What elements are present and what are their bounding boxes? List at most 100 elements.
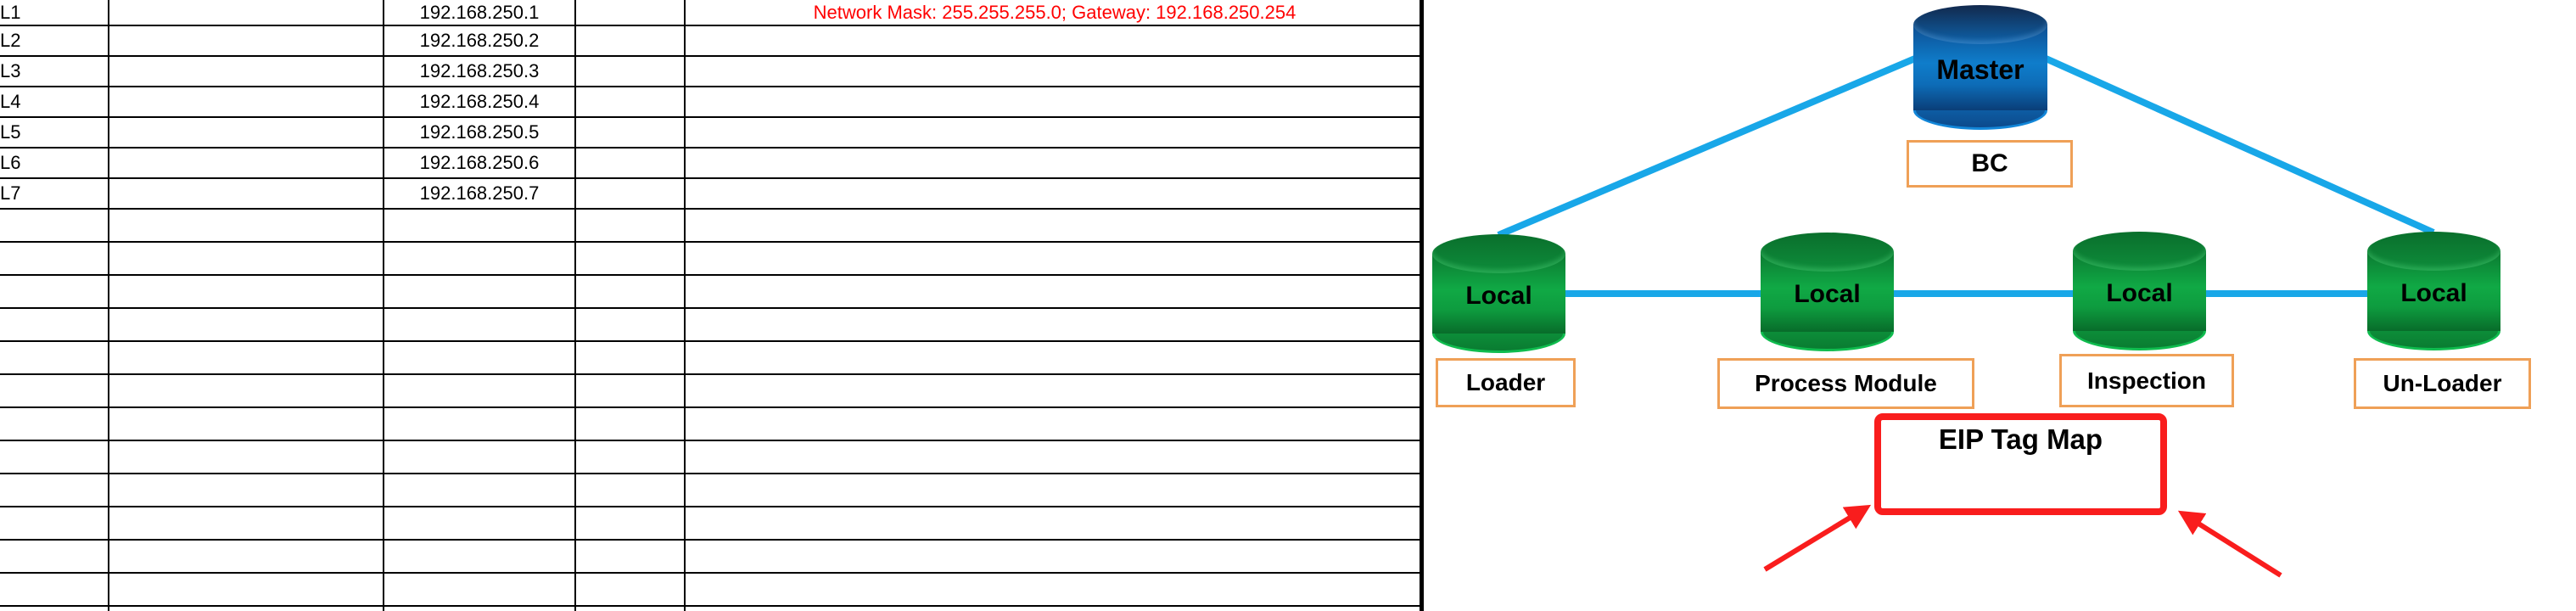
cell-station[interactable] <box>0 208 109 243</box>
cell-note[interactable] <box>684 307 1424 342</box>
cell-ip[interactable]: 192.168.250.5 <box>383 116 576 149</box>
cell-spare2[interactable] <box>574 177 686 210</box>
cell-ip[interactable] <box>383 274 576 309</box>
cell-spare1[interactable] <box>108 506 384 541</box>
cell-spare2[interactable] <box>574 473 686 507</box>
cell-station[interactable] <box>0 539 109 574</box>
cell-station[interactable] <box>0 307 109 342</box>
cell-ip[interactable]: 192.168.250.3 <box>383 55 576 87</box>
cell-ip[interactable] <box>383 506 576 541</box>
cell-spare1[interactable] <box>108 274 384 309</box>
cell-note[interactable] <box>684 147 1424 179</box>
cell-note[interactable] <box>684 208 1424 243</box>
cell-station[interactable] <box>0 373 109 408</box>
cell-station[interactable]: L2 <box>0 25 109 57</box>
cell-station[interactable]: L5 <box>0 116 109 149</box>
loader-caption-box[interactable]: Loader <box>1436 358 1576 407</box>
local-node-unloader[interactable]: Local <box>2367 232 2500 350</box>
cell-note[interactable] <box>684 473 1424 507</box>
cell-note[interactable] <box>684 177 1424 210</box>
cell-note[interactable] <box>684 406 1424 441</box>
cell-ip[interactable]: 192.168.250.1 <box>383 0 576 26</box>
cell-station[interactable] <box>0 605 109 611</box>
cell-ip[interactable] <box>383 605 576 611</box>
cell-spare1[interactable] <box>108 177 384 210</box>
cell-ip[interactable] <box>383 340 576 375</box>
cell-note[interactable] <box>684 55 1424 87</box>
cell-note[interactable] <box>684 539 1424 574</box>
cell-ip[interactable]: 192.168.250.6 <box>383 147 576 179</box>
cell-ip[interactable]: 192.168.250.2 <box>383 25 576 57</box>
bc-caption-box[interactable]: BC <box>1907 140 2073 188</box>
cell-spare1[interactable] <box>108 116 384 149</box>
cell-station[interactable] <box>0 572 109 607</box>
cell-spare2[interactable] <box>574 506 686 541</box>
cell-spare1[interactable] <box>108 572 384 607</box>
cell-station[interactable] <box>0 340 109 375</box>
inspection-caption-box[interactable]: Inspection <box>2059 354 2234 407</box>
unloader-caption-box[interactable]: Un-Loader <box>2354 358 2531 409</box>
cell-note[interactable] <box>684 373 1424 408</box>
cell-station[interactable] <box>0 506 109 541</box>
cell-spare2[interactable] <box>574 539 686 574</box>
cell-spare2[interactable] <box>574 86 686 118</box>
cell-spare2[interactable] <box>574 0 686 26</box>
cell-spare2[interactable] <box>574 116 686 149</box>
cell-ip[interactable] <box>383 539 576 574</box>
cell-note[interactable] <box>684 605 1424 611</box>
cell-spare1[interactable] <box>108 147 384 179</box>
cell-note[interactable] <box>684 116 1424 149</box>
cell-ip[interactable] <box>383 406 576 441</box>
cell-spare2[interactable] <box>574 307 686 342</box>
cell-spare2[interactable] <box>574 147 686 179</box>
cell-station[interactable]: L1 <box>0 0 109 26</box>
cell-spare1[interactable] <box>108 25 384 57</box>
cell-spare2[interactable] <box>574 406 686 441</box>
cell-spare1[interactable] <box>108 605 384 611</box>
cell-spare2[interactable] <box>574 340 686 375</box>
cell-spare1[interactable] <box>108 473 384 507</box>
cell-station[interactable]: L4 <box>0 86 109 118</box>
cell-spare1[interactable] <box>108 340 384 375</box>
local-node-inspection[interactable]: Local <box>2073 232 2206 350</box>
cell-spare2[interactable] <box>574 373 686 408</box>
cell-spare1[interactable] <box>108 0 384 26</box>
cell-spare2[interactable] <box>574 241 686 276</box>
cell-spare2[interactable] <box>574 572 686 607</box>
cell-spare2[interactable] <box>574 25 686 57</box>
cell-ip[interactable]: 192.168.250.4 <box>383 86 576 118</box>
cell-spare2[interactable] <box>574 440 686 474</box>
cell-station[interactable]: L6 <box>0 147 109 179</box>
cell-spare2[interactable] <box>574 605 686 611</box>
cell-spare1[interactable] <box>108 307 384 342</box>
cell-note[interactable] <box>684 440 1424 474</box>
cell-spare2[interactable] <box>574 274 686 309</box>
cell-spare1[interactable] <box>108 440 384 474</box>
cell-station[interactable] <box>0 440 109 474</box>
cell-ip[interactable] <box>383 572 576 607</box>
cell-ip[interactable] <box>383 473 576 507</box>
cell-note[interactable] <box>684 506 1424 541</box>
cell-ip[interactable]: 192.168.250.7 <box>383 177 576 210</box>
cell-spare1[interactable] <box>108 539 384 574</box>
cell-station[interactable] <box>0 241 109 276</box>
cell-spare1[interactable] <box>108 406 384 441</box>
cell-note[interactable] <box>684 86 1424 118</box>
local-node-loader[interactable]: Local <box>1432 234 1565 353</box>
cell-ip[interactable] <box>383 307 576 342</box>
cell-spare2[interactable] <box>574 208 686 243</box>
cell-station[interactable]: L3 <box>0 55 109 87</box>
cell-ip[interactable] <box>383 440 576 474</box>
cell-note[interactable]: Network Mask: 255.255.255.0; Gateway: 19… <box>684 0 1424 26</box>
cell-note[interactable] <box>684 340 1424 375</box>
cell-spare1[interactable] <box>108 86 384 118</box>
cell-note[interactable] <box>684 274 1424 309</box>
cell-ip[interactable] <box>383 373 576 408</box>
master-node[interactable]: Master <box>1913 5 2047 130</box>
cell-station[interactable] <box>0 473 109 507</box>
eip-tag-map-box[interactable]: EIP Tag Map <box>1874 413 2167 515</box>
local-node-process-module[interactable]: Local <box>1761 233 1894 351</box>
cell-ip[interactable] <box>383 208 576 243</box>
cell-ip[interactable] <box>383 241 576 276</box>
cell-station[interactable] <box>0 406 109 441</box>
